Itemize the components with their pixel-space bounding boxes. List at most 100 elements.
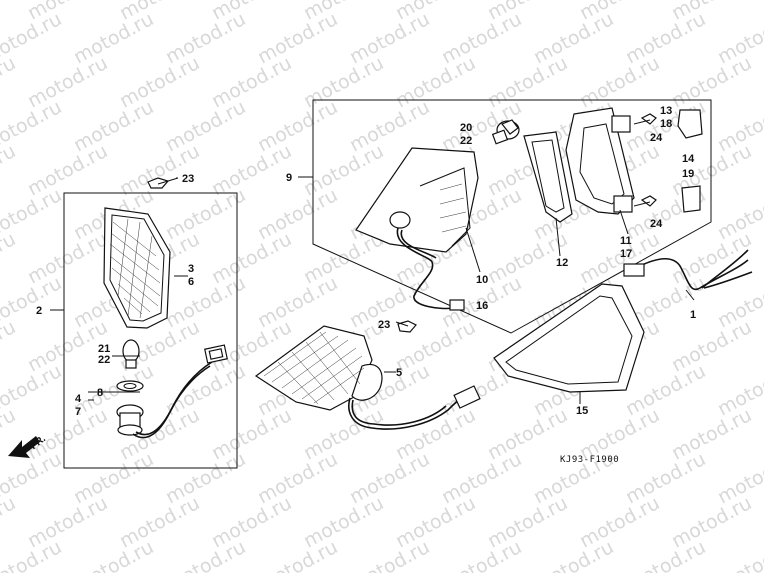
callout-5: 5 <box>396 367 402 379</box>
watermark-text: motod.ru <box>484 52 571 112</box>
watermark-text: motod.ru <box>162 536 249 573</box>
screw-icon <box>633 113 657 125</box>
watermark-text: motod.ru <box>438 448 525 508</box>
watermark-text: motod.ru <box>438 8 525 68</box>
callout-15: 15 <box>576 405 588 417</box>
screw-icon <box>147 177 179 189</box>
watermark-text: motod.ru <box>576 52 663 112</box>
watermark-text: motod.ru <box>760 52 764 112</box>
callout-7: 7 <box>75 406 81 418</box>
callout-8: 8 <box>97 387 103 399</box>
callout-3: 3 <box>188 263 194 275</box>
watermark-text: motod.ru <box>116 492 203 552</box>
callout-24: 24 <box>650 132 663 144</box>
watermark-text: motod.ru <box>530 8 617 68</box>
watermark-text: motod.ru <box>208 404 295 464</box>
watermark-text: motod.ru <box>484 492 571 552</box>
tail-light-lens <box>103 207 171 329</box>
callout-11: 11 <box>620 235 632 247</box>
tail-light-connector <box>204 344 228 364</box>
watermark-text: motod.ru <box>162 448 249 508</box>
front-arrow-icon <box>8 436 40 458</box>
tail-light-gasket <box>116 380 144 392</box>
watermark-text: motod.ru <box>254 536 341 573</box>
leader-lines <box>50 176 695 404</box>
watermark-text: motod.ru <box>760 0 764 24</box>
watermark-text: motod.ru <box>116 52 203 112</box>
watermark-text: motod.ru <box>714 536 764 573</box>
watermark-text: motod.ru <box>392 492 479 552</box>
turn-signal-lens <box>565 107 635 215</box>
watermark-text: motod.ru <box>0 140 19 200</box>
watermark-text: motod.ru <box>70 448 157 508</box>
watermark-text: motod.ru <box>622 536 709 573</box>
clip-icon <box>681 185 701 213</box>
watermark-text: motod.ru <box>530 536 617 573</box>
watermark-text: motod.ru <box>346 448 433 508</box>
watermark-text: motod.ru <box>254 184 341 244</box>
watermark-text: motod.ru <box>0 492 19 552</box>
watermark-text: motod.ru <box>576 492 663 552</box>
watermark-text: motod.ru <box>208 228 295 288</box>
watermark-text: motod.ru <box>484 404 571 464</box>
watermark-text: motod.ru <box>622 8 709 68</box>
watermark-text: motod.ru <box>24 140 111 200</box>
watermark-text: motod.ru <box>0 228 19 288</box>
turn-signal-harness <box>396 227 465 311</box>
callout-17: 17 <box>620 248 632 260</box>
watermark-text: motod.ru <box>70 96 157 156</box>
turn-signal-assembly-box <box>312 99 712 334</box>
watermark-text: motod.ru <box>0 0 19 24</box>
callout-23: 23 <box>182 173 194 185</box>
watermark-text: motod.ru <box>760 140 764 200</box>
watermark-text: motod.ru <box>70 360 157 420</box>
screw-icon <box>395 320 417 333</box>
watermark-text: motod.ru <box>254 8 341 68</box>
screw-icon <box>501 119 519 135</box>
callout-6: 6 <box>188 276 194 288</box>
watermark-text: motod.ru <box>254 448 341 508</box>
watermark-text: motod.ru <box>208 140 295 200</box>
watermark-text: motod.ru <box>162 8 249 68</box>
license-light-lens <box>254 325 383 411</box>
watermark-text: motod.ru <box>24 404 111 464</box>
tail-light-assembly-box <box>63 192 238 469</box>
callout-23: 23 <box>378 319 390 331</box>
watermark-text: motod.ru <box>760 228 764 288</box>
watermark-text: motod.ru <box>208 492 295 552</box>
watermark-text: motod.ru <box>162 96 249 156</box>
watermark-text: motod.ru <box>668 404 755 464</box>
tail-light-socket <box>116 361 213 439</box>
rear-cover <box>493 283 645 393</box>
callout-21: 21 <box>98 343 110 355</box>
watermark-text: motod.ru <box>668 52 755 112</box>
screw-icon <box>633 195 657 207</box>
turn-signal-housing <box>355 147 479 253</box>
callout-18: 18 <box>660 118 672 130</box>
callout-19: 19 <box>682 168 694 180</box>
callout-1: 1 <box>690 309 696 321</box>
watermark-text: motod.ru <box>622 448 709 508</box>
callout-2: 2 <box>36 305 42 317</box>
watermark-text: motod.ru <box>0 52 19 112</box>
watermark-text: motod.ru <box>346 536 433 573</box>
watermark-text: motod.ru <box>346 8 433 68</box>
callout-12: 12 <box>556 257 568 269</box>
watermark-text: motod.ru <box>668 492 755 552</box>
watermark-text: motod.ru <box>208 52 295 112</box>
watermark-text: motod.ru <box>254 96 341 156</box>
callout-24: 24 <box>650 218 663 230</box>
license-light-harness <box>348 385 481 430</box>
callout-22: 22 <box>98 354 110 366</box>
watermark-text: motod.ru <box>760 492 764 552</box>
watermark-text: motod.ru <box>438 536 525 573</box>
callout-22: 22 <box>460 135 472 147</box>
watermark-text: motod.ru <box>668 316 755 376</box>
watermark-text: motod.ru <box>300 404 387 464</box>
callout-9: 9 <box>286 172 292 184</box>
callout-16: 16 <box>476 300 488 312</box>
watermark-text: motod.ru <box>24 228 111 288</box>
callout-10: 10 <box>476 274 488 286</box>
clip-icon <box>677 109 703 139</box>
callout-20: 20 <box>460 122 472 134</box>
